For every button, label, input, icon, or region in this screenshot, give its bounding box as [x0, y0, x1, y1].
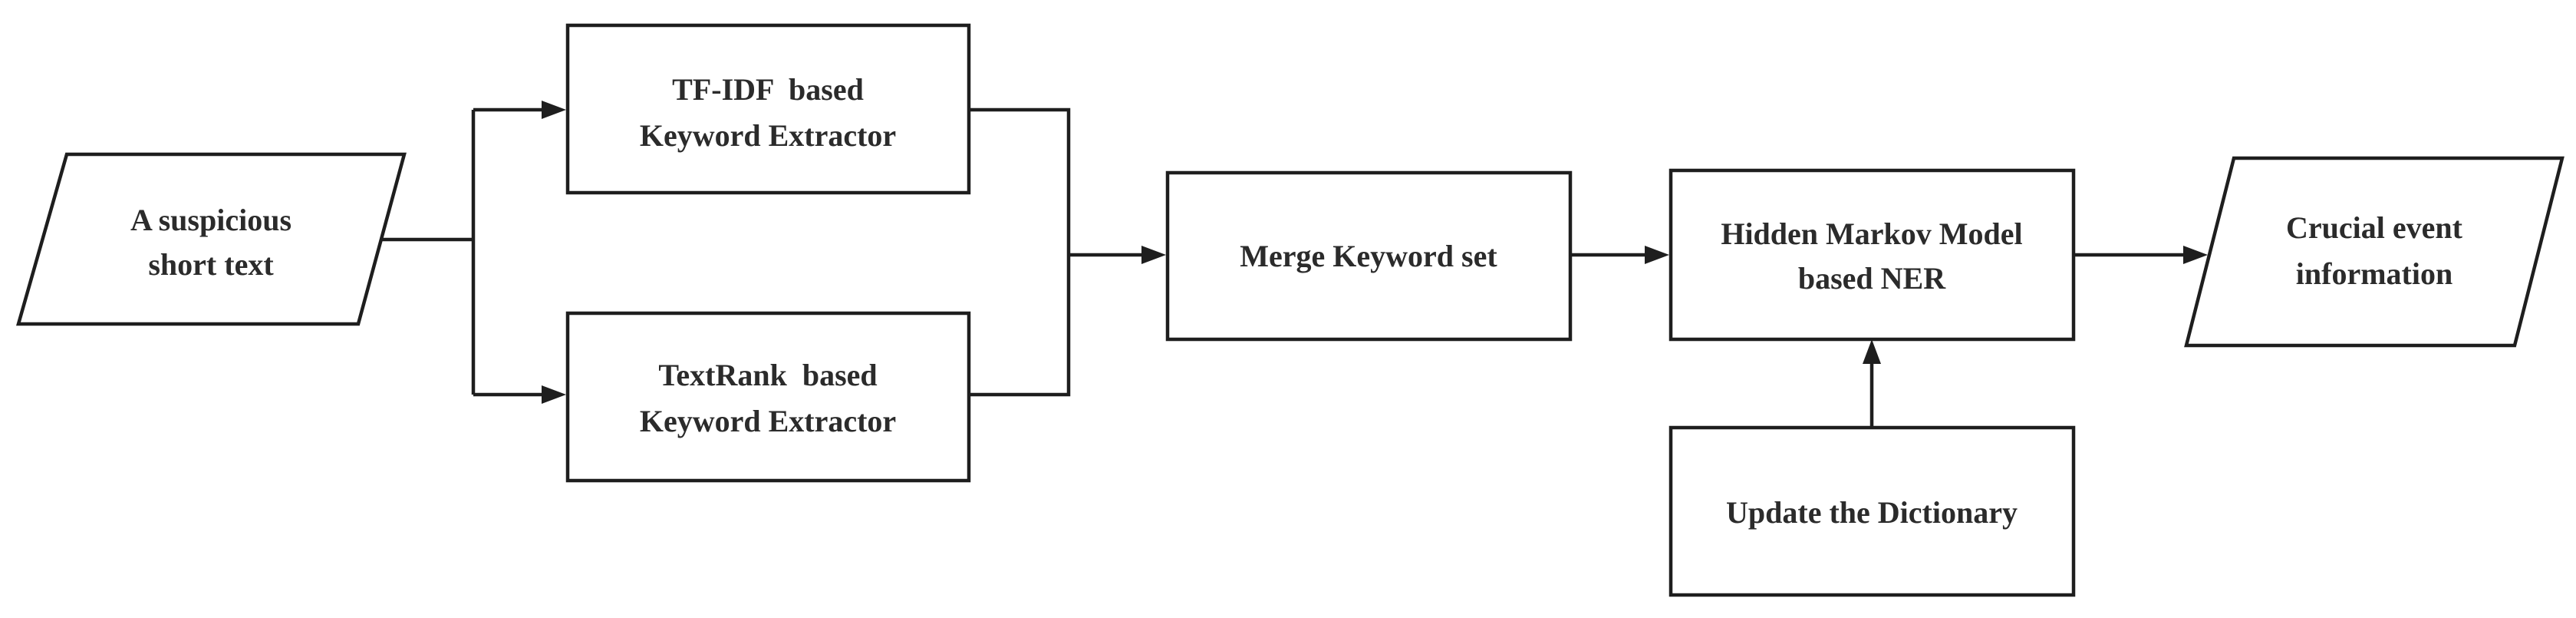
arrowhead-to-merge [1141, 246, 1166, 264]
node-tfidf-extractor: TF-IDF based Keyword Extractor [565, 23, 971, 195]
arrowhead-to-textrank [542, 385, 566, 404]
connectors [381, 101, 2208, 428]
arrowhead-to-hmm [1645, 246, 1669, 264]
connector-tfidf-to-join [969, 107, 1071, 397]
node-hmm-ner: Hidden Markov Model based NER [1668, 168, 2076, 342]
node-merge-line-1: Merge Keyword set [1240, 239, 1497, 273]
node-merge-keyword-set: Merge Keyword set [1165, 170, 1573, 342]
node-hmm-line-2: based NER [1798, 261, 1946, 296]
node-output: Crucial event information [2184, 156, 2564, 348]
node-textrank-line-1: TextRank based [658, 358, 877, 392]
node-tfidf-line-1: TF-IDF based [672, 72, 864, 107]
node-update-dictionary: Update the Dictionary [1668, 425, 2076, 597]
node-textrank-line-2: Keyword Extractor [640, 404, 896, 438]
node-tfidf-line-2: Keyword Extractor [640, 118, 896, 153]
node-output-line-1: Crucial event [2286, 210, 2463, 245]
node-textrank-extractor: TextRank based Keyword Extractor [565, 311, 971, 483]
node-hmm-line-1: Hidden Markov Model [1721, 216, 2022, 251]
node-output-line-2: information [2296, 256, 2452, 291]
node-dictionary-line-1: Update the Dictionary [1726, 495, 2018, 530]
node-input-line-2: short text [148, 247, 274, 282]
arrowhead-to-output [2183, 246, 2208, 264]
arrowhead-dictionary-to-hmm [1863, 339, 1881, 364]
node-input: A suspicious short text [16, 152, 407, 326]
arrowhead-to-tfidf [542, 101, 566, 119]
node-input-line-1: A suspicious [130, 203, 292, 237]
